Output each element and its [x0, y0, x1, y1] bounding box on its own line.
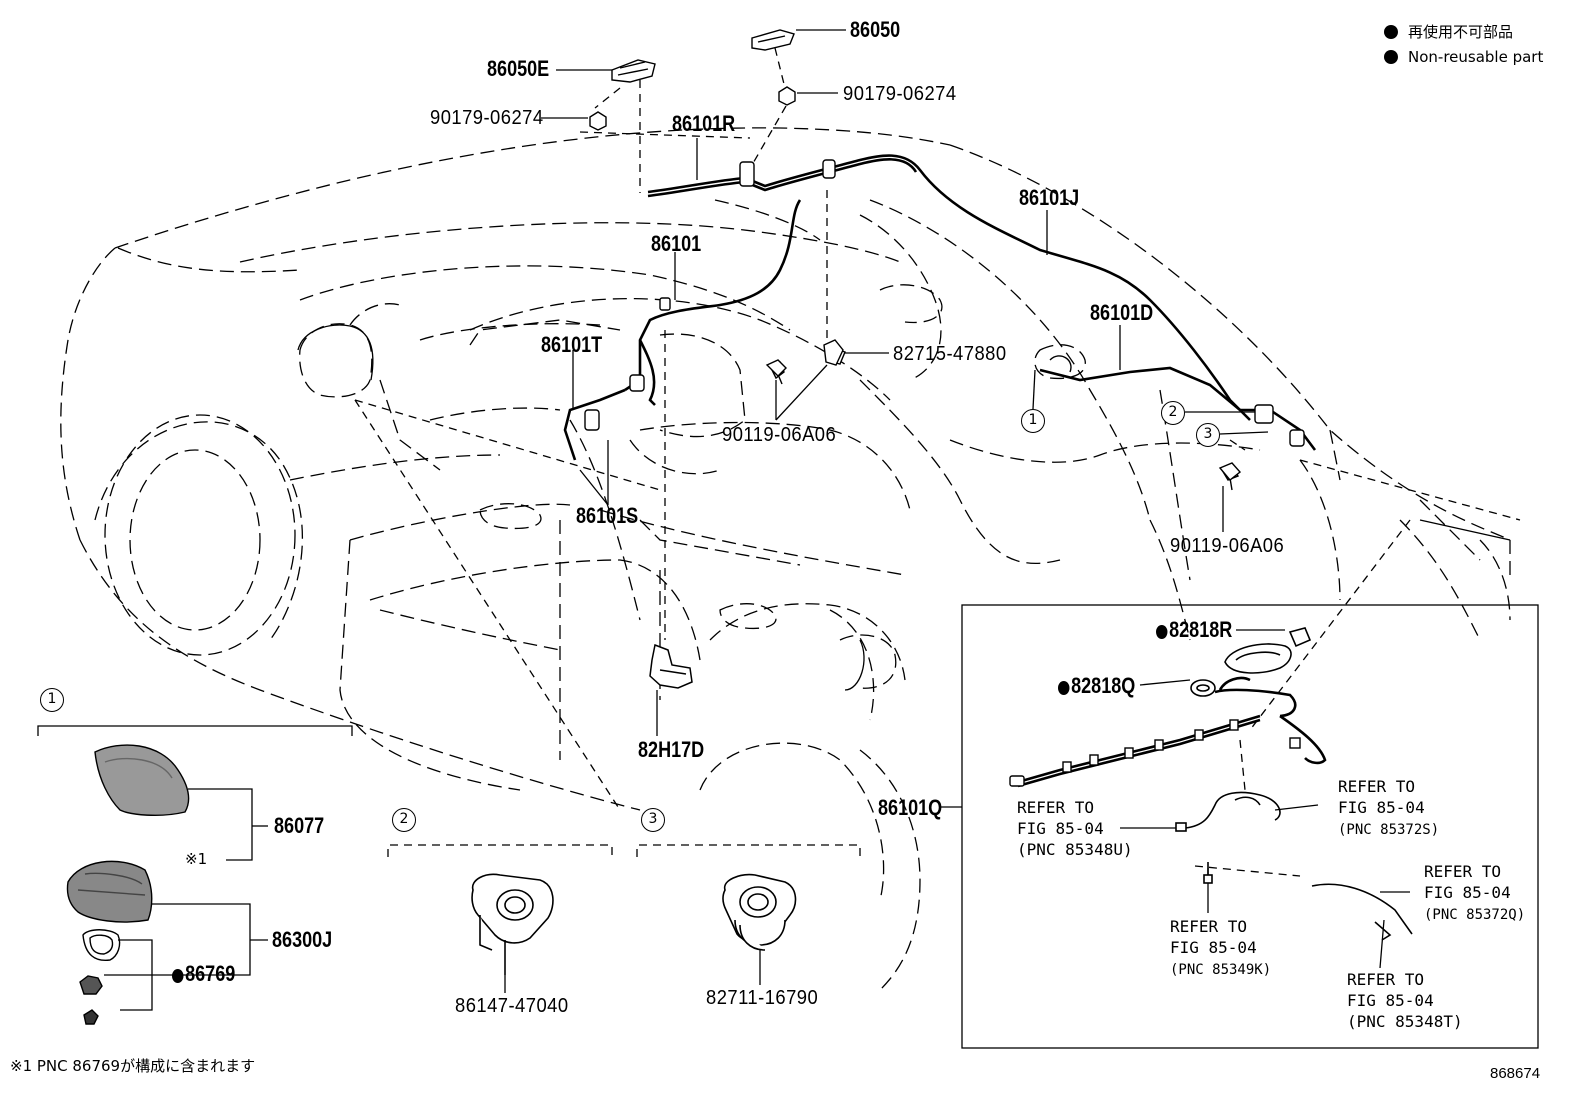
refer-85372Q: REFER TO FIG 85-04 (PNC 85372Q) — [1424, 861, 1525, 926]
legend-jp: 再使用不可部品 — [1384, 25, 1513, 40]
refer-line1: REFER TO — [1338, 777, 1416, 796]
label-86769: 86769 — [172, 963, 235, 985]
harness-connectors — [584, 159, 1305, 447]
label-86147-47040: 86147-47040 — [455, 995, 569, 1017]
inset-wire-connectors — [1009, 719, 1301, 787]
legend-en-text: Non-reusable part — [1408, 48, 1544, 66]
group-1-header: 1 — [40, 688, 64, 712]
body-solid-details — [297, 324, 1511, 691]
label-82715-47880: 82715-47880 — [893, 343, 1007, 365]
bracket-86050E-icon — [611, 59, 656, 83]
label-86101J: 86101J — [1019, 185, 1080, 210]
callout-3: 3 — [1196, 423, 1220, 447]
refer-pnc: (PNC 85372S) — [1338, 822, 1440, 838]
callout-2: 2 — [1161, 401, 1185, 425]
label-90179-a: 90179-06274 — [430, 107, 544, 129]
group-2-header: 2 — [392, 808, 416, 832]
bracket-82H17D-icon — [649, 643, 693, 689]
label-82818R: 82818R — [1156, 619, 1232, 641]
label-82H17D: 82H17D — [638, 737, 705, 762]
non-reusable-dot-icon — [172, 969, 184, 983]
label-86300J: 86300J — [272, 927, 333, 952]
refer-pnc: (PNC 85349K) — [1170, 962, 1272, 978]
label-86101R: 86101R — [672, 111, 736, 136]
refer-line1: REFER TO — [1170, 917, 1248, 936]
label-86077: 86077 — [274, 813, 325, 838]
inset-refer-wires — [1175, 791, 1413, 941]
label-86101T: 86101T — [541, 332, 603, 357]
non-reusable-dot-icon — [1058, 681, 1070, 695]
note-mark-1: ※1 — [185, 850, 208, 868]
clip-82715-icon — [823, 339, 844, 366]
legend-en: Non-reusable part — [1384, 50, 1543, 65]
footnote: ※1 PNC 86769が構成に含まれます — [10, 1057, 256, 1075]
group-3-header: 3 — [641, 808, 665, 832]
screw-90119-icon — [765, 359, 1242, 481]
refer-line2: FIG 85-04 — [1338, 798, 1425, 817]
refer-line1: REFER TO — [1017, 798, 1095, 817]
refer-pnc: (PNC 85348U) — [1017, 840, 1133, 859]
refer-line1: REFER TO — [1347, 970, 1425, 989]
refer-line2: FIG 85-04 — [1424, 883, 1511, 902]
nut-clips — [589, 86, 1240, 491]
inset-wire-86101Q — [1017, 676, 1327, 788]
refer-85372S: REFER TO FIG 85-04 (PNC 85372S) — [1338, 776, 1439, 841]
vehicle-body-outline — [60, 127, 1511, 991]
grommet-82818Q-icon — [1190, 679, 1216, 697]
grommet-82818R-icon — [1224, 627, 1312, 674]
label-90179-b: 90179-06274 — [843, 83, 957, 105]
nut-86769-icon — [79, 975, 103, 1025]
label-90119-a: 90119-06A06 — [722, 424, 837, 446]
assembly-dashed-lines — [354, 47, 1521, 877]
label-86101D: 86101D — [1090, 300, 1154, 325]
label-82818Q-text: 82818Q — [1071, 673, 1136, 698]
refer-85348U: REFER TO FIG 85-04 (PNC 85348U) — [1017, 797, 1133, 860]
group1-leader-lines — [104, 788, 268, 1011]
gasket-icon — [82, 929, 121, 962]
label-86101S: 86101S — [576, 503, 639, 528]
label-86769-text: 86769 — [185, 961, 236, 986]
non-reusable-dot-icon — [1384, 25, 1398, 39]
label-90119-b: 90119-06A06 — [1170, 535, 1285, 557]
refer-pnc: (PNC 85348T) — [1347, 1012, 1463, 1031]
leader-lines — [541, 29, 1410, 969]
bracket-86050-icon — [751, 29, 795, 51]
label-82818Q: 82818Q — [1058, 675, 1135, 697]
refer-line2: FIG 85-04 — [1017, 819, 1104, 838]
refer-line1: REFER TO — [1424, 862, 1502, 881]
group2-bracket — [387, 844, 613, 857]
label-86050: 86050 — [850, 17, 901, 42]
figure-number: 868674 — [1490, 1065, 1541, 1082]
non-reusable-dot-icon — [1156, 625, 1168, 639]
antenna-base-86300J-icon — [66, 860, 153, 923]
non-reusable-dot-icon — [1384, 50, 1398, 64]
legend-jp-text: 再使用不可部品 — [1408, 23, 1514, 41]
refer-line2: FIG 85-04 — [1347, 991, 1434, 1010]
refer-pnc: (PNC 85372Q) — [1424, 907, 1526, 923]
clamp-86147-icon — [471, 873, 554, 975]
label-82818R-text: 82818R — [1169, 617, 1233, 642]
clamp-82711-icon — [722, 873, 797, 951]
antenna-cover-86077-icon — [94, 744, 190, 816]
antenna-cord-harness — [563, 154, 1317, 461]
group1-bracket — [37, 725, 353, 736]
refer-line2: FIG 85-04 — [1170, 938, 1257, 957]
inset-box-86101Q — [961, 604, 1539, 1049]
callout-1: 1 — [1021, 409, 1045, 433]
label-86101: 86101 — [651, 231, 702, 256]
label-86050E: 86050E — [487, 56, 550, 81]
group3-bracket — [636, 844, 861, 857]
label-86101Q: 86101Q — [878, 795, 943, 820]
label-82711-16790: 82711-16790 — [706, 987, 819, 1009]
refer-85349K: REFER TO FIG 85-04 (PNC 85349K) — [1170, 916, 1271, 981]
refer-85348T: REFER TO FIG 85-04 (PNC 85348T) — [1347, 969, 1463, 1032]
